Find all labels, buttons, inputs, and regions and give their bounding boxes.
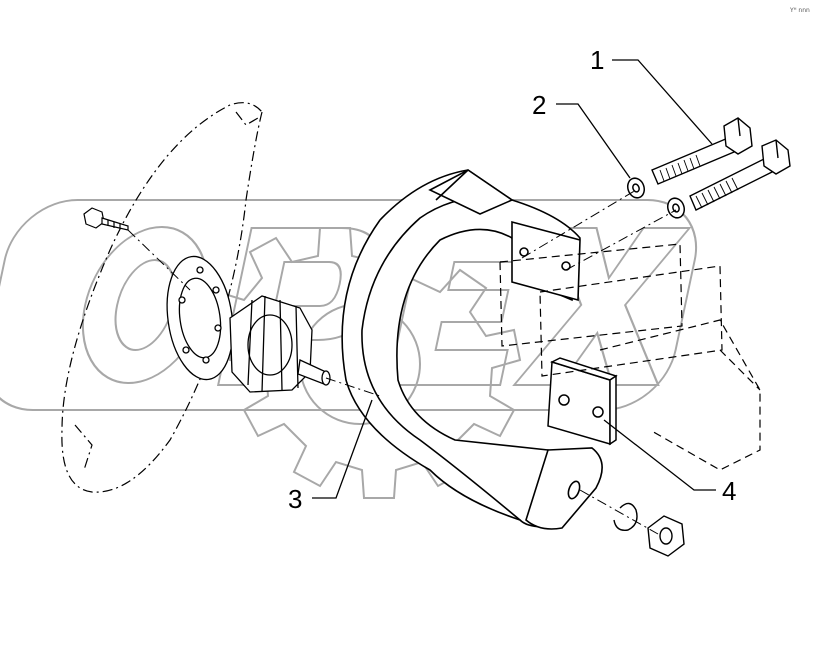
callout-3: 3 [288,484,302,514]
bolts [651,117,791,211]
washer-1-hole [632,183,640,193]
scraper-top-face [428,169,514,215]
assembly-centerlines [127,189,677,535]
leader-4 [603,419,716,491]
lock-washer [613,502,638,531]
leader-3 [312,399,373,499]
washers [626,177,686,219]
callout-1: 1 [590,45,604,75]
lower-fasteners [613,502,685,557]
hub-ribs [247,295,299,393]
drawing-code: Yᴴ nnn [789,7,810,14]
flange-hole-1 [196,266,204,274]
washer-2-hole [672,203,680,213]
watermark-frame [0,199,698,411]
clamp-hole-2 [592,406,604,418]
callout-4: 4 [722,476,736,506]
hex-nut-hole [659,527,673,545]
flange-hole-2 [212,286,220,294]
flange-hole-3 [214,324,222,332]
tip-hole [567,480,581,500]
scraper-mount-plate [511,220,581,302]
flange-hole-4 [202,356,210,364]
scraper-fold [435,169,469,201]
scraper-tip [525,447,603,530]
leader-lines [312,59,716,499]
hub-bolt [83,207,129,231]
bolt-1-shank [651,137,735,185]
disc-blade-outline [61,102,263,493]
leader-2 [556,103,631,179]
callout-2: 2 [532,90,546,120]
hub-assembly [166,255,331,393]
flange-hole-5 [182,346,190,354]
mount-hole-1 [519,247,529,257]
frame-tube-outline [499,243,761,471]
watermark-letter-x [512,227,692,386]
watermark-gear [203,227,522,499]
flange-hole-6 [178,296,186,304]
scraper-inner-edge [361,196,521,521]
clamp-plate [547,357,618,446]
leader-1 [612,59,713,145]
hub-cap [247,314,293,376]
clamp-hole-1 [558,394,570,406]
bolt-1-thread [659,154,701,182]
bolt-2-thread [695,177,739,209]
